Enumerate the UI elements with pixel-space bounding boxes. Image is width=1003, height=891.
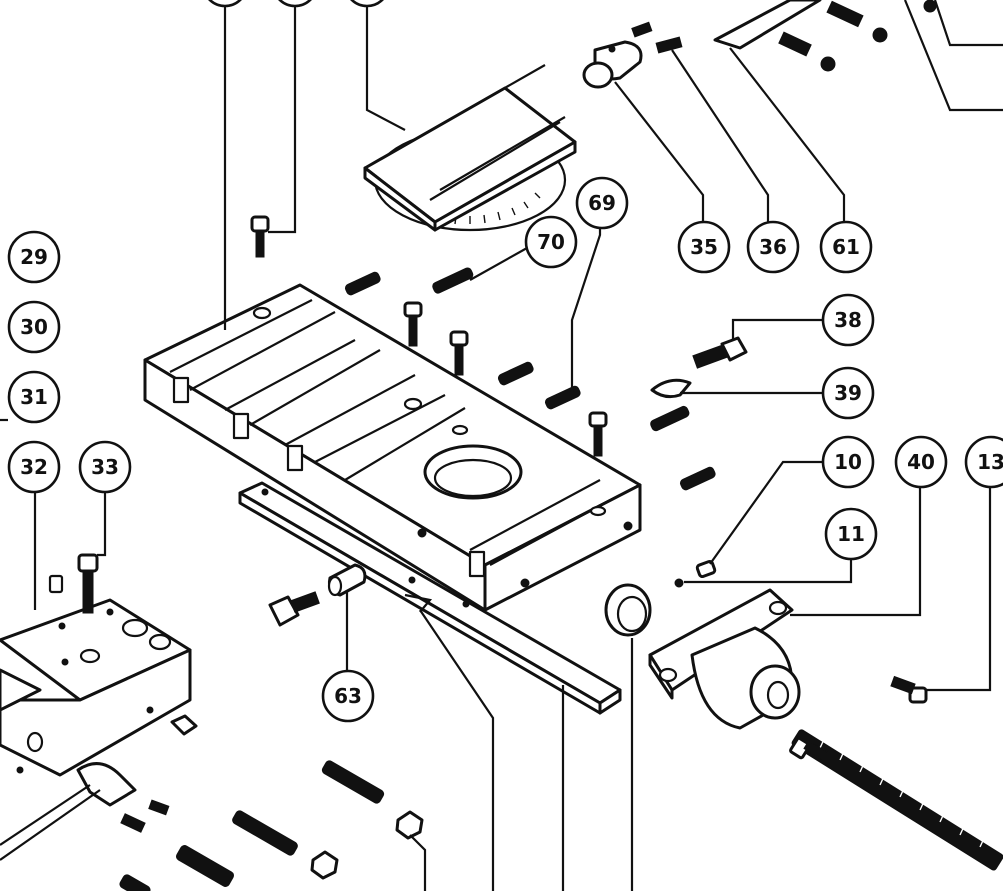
small-plug-part-10 (695, 559, 717, 579)
lower-linkage-parts (0, 714, 424, 891)
callout-38-label: 38 (834, 308, 862, 332)
callout-11: 11 (824, 507, 878, 561)
cap-screw-center-1 (403, 301, 423, 347)
callout-13-label: 13 (977, 450, 1003, 474)
cap-screw-top-left (250, 215, 270, 258)
callout-63: 63 (321, 669, 375, 723)
cap-screw-center-2 (449, 330, 469, 376)
cut-off-callouts-top (208, 0, 384, 8)
callout-39: 39 (821, 366, 875, 420)
callout-31-label: 31 (20, 385, 48, 409)
cap-screw-center-3 (588, 411, 608, 457)
saddle-part (0, 598, 192, 777)
callout-35-label: 35 (690, 235, 718, 259)
small-screw-part-36 (631, 21, 683, 54)
screw-part-13 (890, 675, 928, 704)
callout-69: 69 (575, 176, 629, 230)
callout-13: 13 (964, 435, 1003, 489)
ball-part-11 (674, 578, 684, 588)
callout-11-label: 11 (837, 522, 865, 546)
cross-slide-table-part (143, 283, 642, 612)
callout-35: 35 (677, 220, 731, 274)
callout-29: 29 (7, 230, 61, 284)
callout-61: 61 (819, 220, 873, 274)
callout-33-label: 33 (91, 455, 119, 479)
clip-part-39 (650, 378, 692, 399)
lever-part-61 (713, 0, 937, 72)
callout-36-label: 36 (759, 235, 787, 259)
callout-39-label: 39 (834, 381, 862, 405)
callout-32-label: 32 (20, 455, 48, 479)
gib-strip-part (238, 481, 622, 715)
callout-40-label: 40 (907, 450, 935, 474)
callout-38: 38 (821, 293, 875, 347)
bushing-part (604, 583, 652, 637)
bearing-bracket-part-40 (648, 588, 801, 730)
callout-70: 70 (524, 215, 578, 269)
cap-screw-part-33 (48, 553, 99, 614)
callout-70-label: 70 (537, 230, 565, 254)
callout-31: 31 (7, 370, 61, 424)
callout-30: 30 (7, 300, 61, 354)
set-screw-part-38 (692, 336, 748, 369)
callout-36: 36 (746, 220, 800, 274)
flanged-pin-part-35 (582, 40, 643, 89)
callout-69-label: 69 (588, 191, 616, 215)
callout-40: 40 (894, 435, 948, 489)
callout-30-label: 30 (20, 315, 48, 339)
callout-61-label: 61 (832, 235, 860, 259)
swivel-plate-part (363, 64, 577, 232)
callout-29-label: 29 (20, 245, 48, 269)
callout-33: 33 (78, 440, 132, 494)
callout-10: 10 (821, 435, 875, 489)
adjusting-bolt-part-63 (268, 563, 367, 627)
callout-10-label: 10 (834, 450, 862, 474)
callout-63-label: 63 (334, 684, 362, 708)
lead-screw-part (789, 729, 1003, 871)
callout-32: 32 (7, 440, 61, 494)
